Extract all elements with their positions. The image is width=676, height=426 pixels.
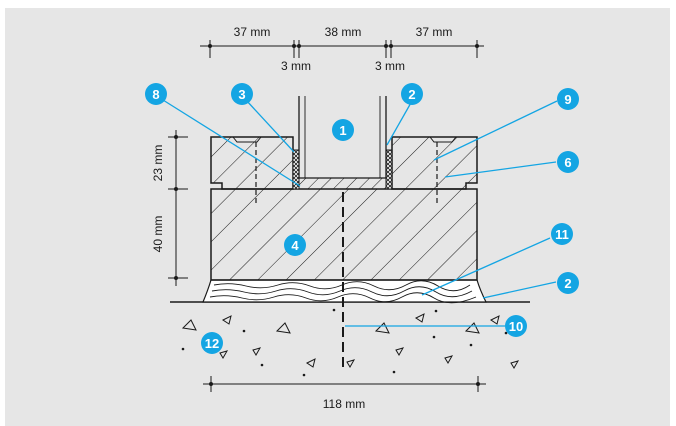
svg-text:12: 12 xyxy=(205,336,219,351)
leader-lines xyxy=(162,99,558,327)
callout-6: 6 xyxy=(557,151,579,173)
callout-10: 10 xyxy=(505,315,527,337)
dim-gap-right: 3 mm xyxy=(375,59,405,73)
svg-text:9: 9 xyxy=(564,92,571,107)
upper-left-block xyxy=(210,136,294,190)
callout-9: 9 xyxy=(557,88,579,110)
central-panel xyxy=(298,96,387,190)
bedding-layer xyxy=(202,279,487,304)
dim-top-right: 37 mm xyxy=(416,25,453,39)
svg-text:8: 8 xyxy=(152,87,159,102)
callout-8: 8 xyxy=(145,83,167,105)
callout-4: 4 xyxy=(284,234,306,256)
left-dimension-line xyxy=(168,130,188,286)
header-strip xyxy=(0,0,676,8)
svg-text:2: 2 xyxy=(564,276,571,291)
top-dimension-line xyxy=(200,40,484,58)
svg-text:6: 6 xyxy=(564,155,571,170)
dim-top-left: 37 mm xyxy=(234,25,271,39)
svg-text:1: 1 xyxy=(339,123,346,138)
bottom-dimension-line xyxy=(203,376,486,392)
dim-gap-left: 3 mm xyxy=(281,59,311,73)
svg-text:3: 3 xyxy=(238,87,245,102)
callout-3: 3 xyxy=(231,83,253,105)
callout-1: 1 xyxy=(332,119,354,141)
svg-text:11: 11 xyxy=(555,227,569,242)
callout-2-top: 2 xyxy=(401,83,423,105)
svg-text:2: 2 xyxy=(408,87,415,102)
seal-strip-right xyxy=(385,149,393,190)
base-slab xyxy=(210,188,478,281)
dim-height-upper: 23 mm xyxy=(151,145,165,182)
svg-text:4: 4 xyxy=(291,238,299,253)
callout-11: 11 xyxy=(551,223,573,245)
svg-text:10: 10 xyxy=(509,319,523,334)
concrete-subfloor xyxy=(170,301,530,377)
dim-height-lower: 40 mm xyxy=(151,216,165,253)
callout-12: 12 xyxy=(201,332,223,354)
dim-bottom-width: 118 mm xyxy=(323,397,365,411)
dim-top-center: 38 mm xyxy=(325,25,362,39)
callout-2-bottom: 2 xyxy=(557,272,579,294)
